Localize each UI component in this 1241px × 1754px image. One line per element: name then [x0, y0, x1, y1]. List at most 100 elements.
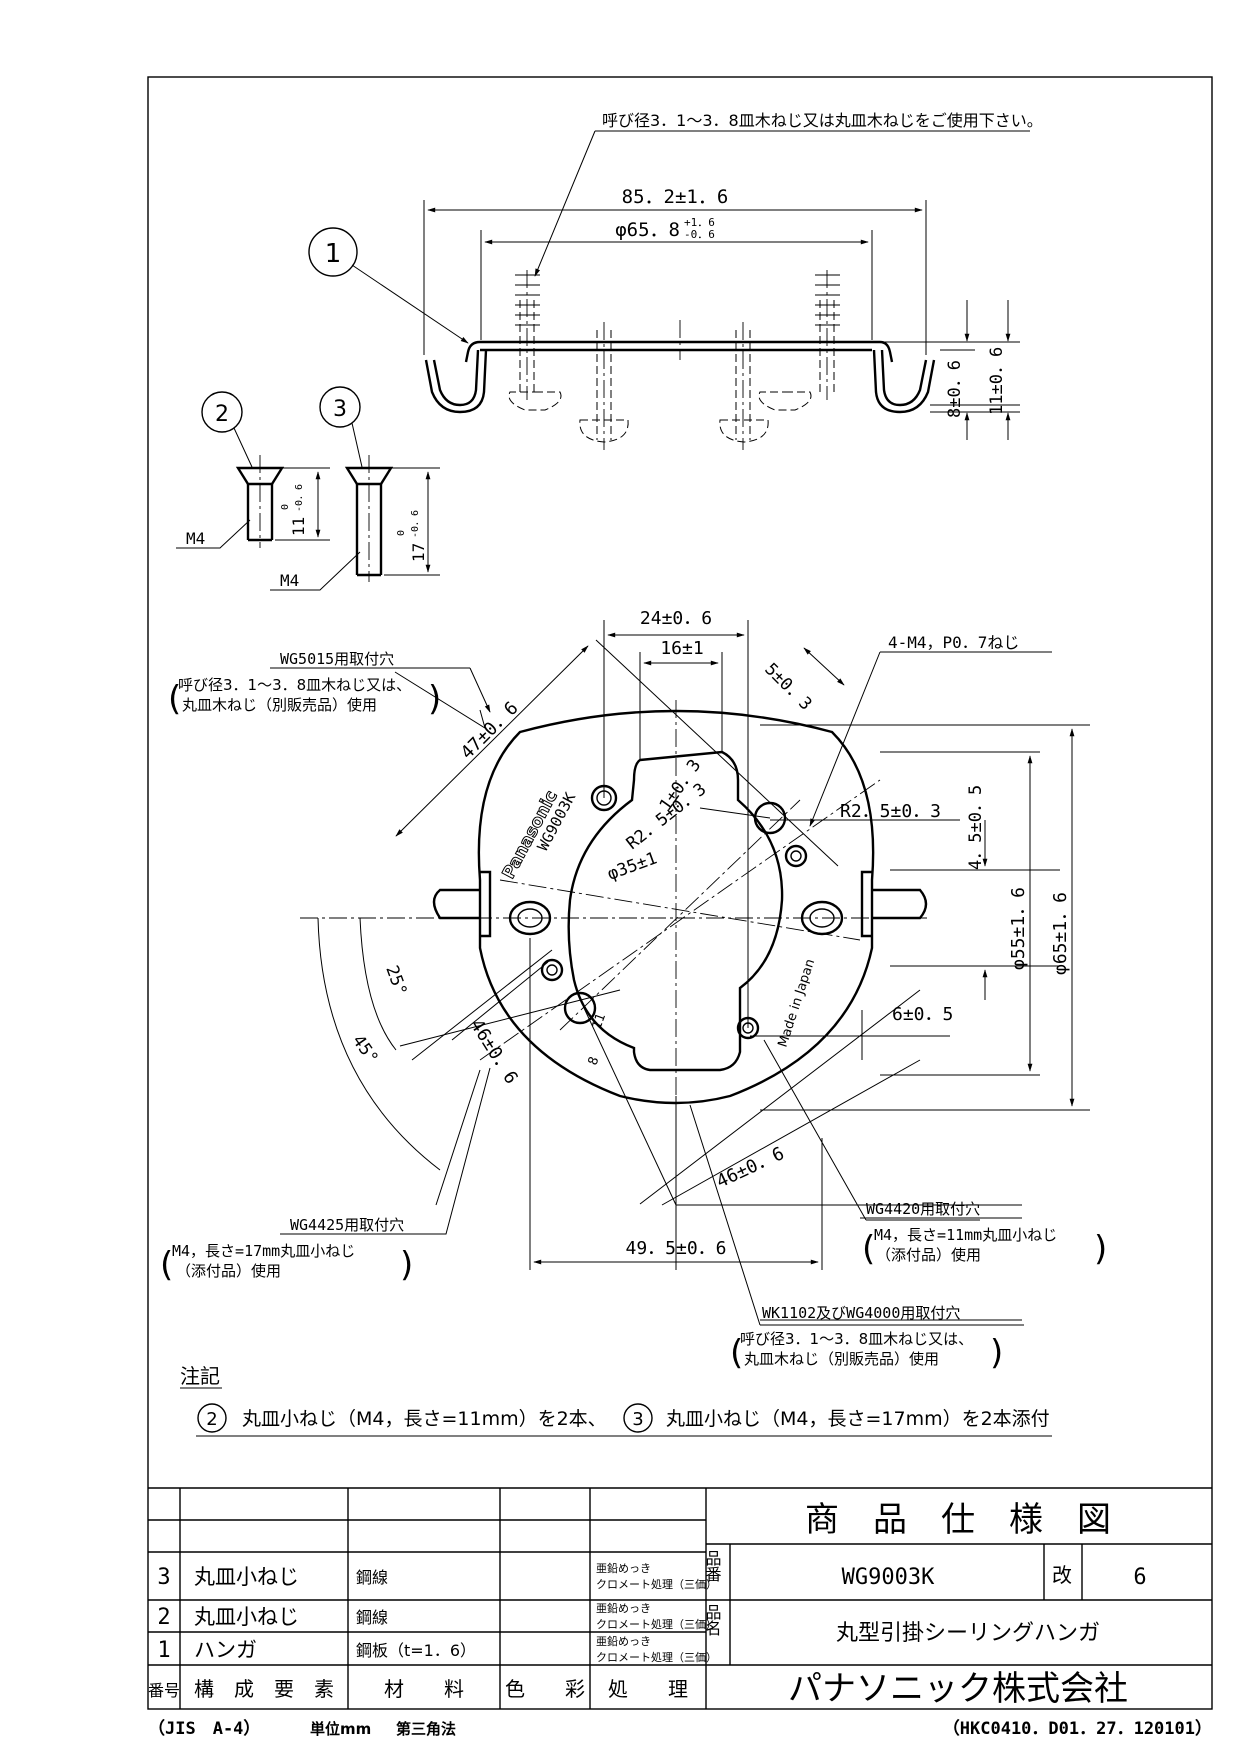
rev: 6	[1133, 1565, 1146, 1590]
dim-45: 4．5±0．5	[966, 785, 986, 870]
screw2-tol-lower: -0．6	[294, 484, 305, 512]
dim-11: 11	[590, 1012, 609, 1032]
svg-text:(: (	[862, 1229, 875, 1269]
row-treatment-1: 亜鉛めっき	[596, 1601, 651, 1615]
balloon-1: 1	[325, 239, 342, 269]
dim-5: 5±0．3	[760, 659, 815, 714]
svg-text:(: (	[730, 1333, 743, 1373]
footer: （JIS A-4） 単位mm 第三角法 （HKC0410．D01．27．1201…	[148, 1718, 1212, 1739]
row-no: 2	[157, 1605, 170, 1630]
rev-label: 改	[1052, 1563, 1072, 1587]
table-row: 1 ハンガ 鋼板（t=1．6） 亜鉛めっき クロメート処理（三価）	[157, 1634, 717, 1664]
dim-55: φ55±1．6	[1008, 887, 1029, 970]
dim-r25-outer: R2．5±0．3	[840, 801, 941, 822]
footer-projection: 第三角法	[396, 1720, 456, 1738]
screw3-tol-lower: -0．6	[410, 510, 421, 538]
wg4420-title: WG4420用取付穴	[866, 1200, 980, 1218]
wg4420-line2: （添付品）使用	[876, 1246, 981, 1264]
row-treatment-2: クロメート処理（三価）	[596, 1578, 717, 1591]
row-material: 鋼線	[356, 1608, 388, 1627]
notes: 注記 2 丸皿小ねじ（M4，長さ=11mm）を2本、 3 丸皿小ねじ（M4，長さ…	[180, 1364, 1052, 1437]
title-block: 商 品 仕 様 図 品番 WG9003K 改 6 品名 丸型引掛シーリングハンガ…	[148, 1487, 1212, 1709]
doc-title: 商 品 仕 様 図	[805, 1500, 1111, 1540]
svg-text:): )	[1094, 1229, 1107, 1269]
name-label: 品名	[703, 1604, 722, 1636]
svg-text:(: (	[168, 679, 181, 719]
part-no-label: 品番	[703, 1550, 722, 1582]
note-item3-text: 丸皿小ねじ（M4，長さ=17mm）を2本添付	[666, 1408, 1050, 1430]
row-component: 丸皿小ねじ	[194, 1605, 299, 1629]
dim-47: 47±0．6	[457, 698, 523, 764]
dim-dia-tol-lower: -0．6	[684, 228, 715, 241]
company: パナソニック株式会社	[788, 1669, 1128, 1709]
origin-mark: Made in Japan	[776, 957, 819, 1049]
dim-8: 8	[586, 1055, 603, 1067]
row-component: ハンガ	[194, 1638, 257, 1662]
footer-standard: （JIS A-4）	[148, 1718, 260, 1739]
product-name: 丸型引掛シーリングハンガ	[836, 1621, 1100, 1646]
row-material: 鋼板（t=1．6）	[356, 1641, 476, 1660]
header-treatment: 処 理	[608, 1677, 688, 1701]
row-treatment-1: 亜鉛めっき	[596, 1561, 651, 1575]
dim-35: φ35±1	[605, 848, 660, 884]
screw-note: 呼び径3．1～3．8皿木ねじ又は丸皿木ねじをご使用下さい。	[602, 111, 1043, 130]
footer-unit: 単位mm	[310, 1720, 371, 1738]
dim-65: φ65±1．6	[1050, 892, 1071, 975]
side-view: 1 呼び径3．1～3．8皿木ねじ又は丸皿木ねじをご使用下さい。 85．2±1．6…	[308, 111, 1043, 450]
wg5015-title: WG5015用取付穴	[280, 650, 394, 668]
header-color: 色 彩	[505, 1677, 585, 1701]
plan-view: 24±0．6 16±1 5±0．3 47±0．6 1±0．3 R2．5±0．3 …	[160, 608, 1107, 1373]
sheet-border	[147, 76, 1213, 1710]
wg4425-line2: （添付品）使用	[176, 1262, 281, 1280]
dim-6: 6±0．5	[892, 1004, 953, 1025]
dim-width: 85．2±1．6	[622, 186, 729, 208]
dim-46-left: 46±0．6	[466, 1016, 522, 1088]
dim-height-a: 8±0．6	[945, 360, 965, 418]
dim-49-5: 49．5±0．6	[625, 1238, 726, 1259]
wg4425-title: WG4425用取付穴	[290, 1216, 404, 1234]
header-component: 構 成 要 素	[194, 1677, 334, 1701]
dim-height-b: 11±0．6	[987, 347, 1007, 415]
dim-16: 16±1	[660, 638, 703, 659]
table-row: 3 丸皿小ねじ 鋼線 亜鉛めっき クロメート処理（三価）	[157, 1561, 717, 1591]
wg4425-line1: M4，長さ=17mm丸皿小ねじ	[172, 1242, 355, 1260]
svg-text:): )	[990, 1333, 1003, 1373]
screw3-tol-upper: 0	[396, 530, 407, 536]
screw2-tol-upper: 0	[280, 504, 291, 510]
tap-callout: 4-M4，P0．7ねじ	[888, 633, 1019, 652]
row-treatment-2: クロメート処理（三価）	[596, 1618, 717, 1631]
wk1102-line2: 丸皿木ねじ（別販売品）使用	[744, 1350, 939, 1368]
row-treatment-1: 亜鉛めっき	[596, 1634, 651, 1648]
footer-doc-code: （HKC0410．D01．27．120101）	[943, 1718, 1212, 1739]
note-item3-no: 3	[632, 1409, 643, 1430]
table-row: 2 丸皿小ねじ 鋼線 亜鉛めっき クロメート処理（三価）	[157, 1601, 717, 1631]
row-no: 3	[157, 1565, 170, 1590]
note-item2-no: 2	[206, 1409, 217, 1430]
row-no: 1	[157, 1638, 170, 1663]
wg4420-line1: M4，長さ=11mm丸皿小ねじ	[874, 1226, 1057, 1244]
wg5015-line1: 呼び径3．1～3．8皿木ねじ又は、	[178, 676, 411, 694]
wk1102-title: WK1102及びWG4000用取付穴	[762, 1304, 960, 1322]
part-no: WG9003K	[842, 1565, 935, 1590]
note-item2-text: 丸皿小ねじ（M4，長さ=11mm）を2本、	[242, 1408, 607, 1430]
svg-text:): )	[428, 679, 441, 719]
screw2-length: 11	[289, 517, 308, 536]
screw2-thread: M4	[186, 529, 205, 548]
header-no: 番号	[148, 1681, 180, 1700]
svg-text:): )	[400, 1245, 413, 1285]
notes-heading: 注記	[180, 1364, 220, 1388]
wg5015-line2: 丸皿木ねじ（別販売品）使用	[182, 696, 377, 714]
row-material: 鋼線	[356, 1568, 388, 1587]
dim-46-right: 46±0．6	[713, 1143, 787, 1193]
screw3-length: 17	[409, 543, 428, 562]
balloon-2: 2	[215, 402, 229, 427]
svg-text:(: (	[160, 1245, 173, 1285]
row-treatment-2: クロメート処理（三価）	[596, 1651, 717, 1664]
screw3-thread: M4	[280, 571, 299, 590]
angle-45: 45°	[348, 1031, 382, 1068]
dim-24: 24±0．6	[640, 608, 712, 629]
row-component: 丸皿小ねじ	[194, 1565, 299, 1589]
header-material: 材 料	[384, 1677, 464, 1701]
wk1102-line1: 呼び径3．1～3．8皿木ねじ又は、	[740, 1330, 973, 1348]
